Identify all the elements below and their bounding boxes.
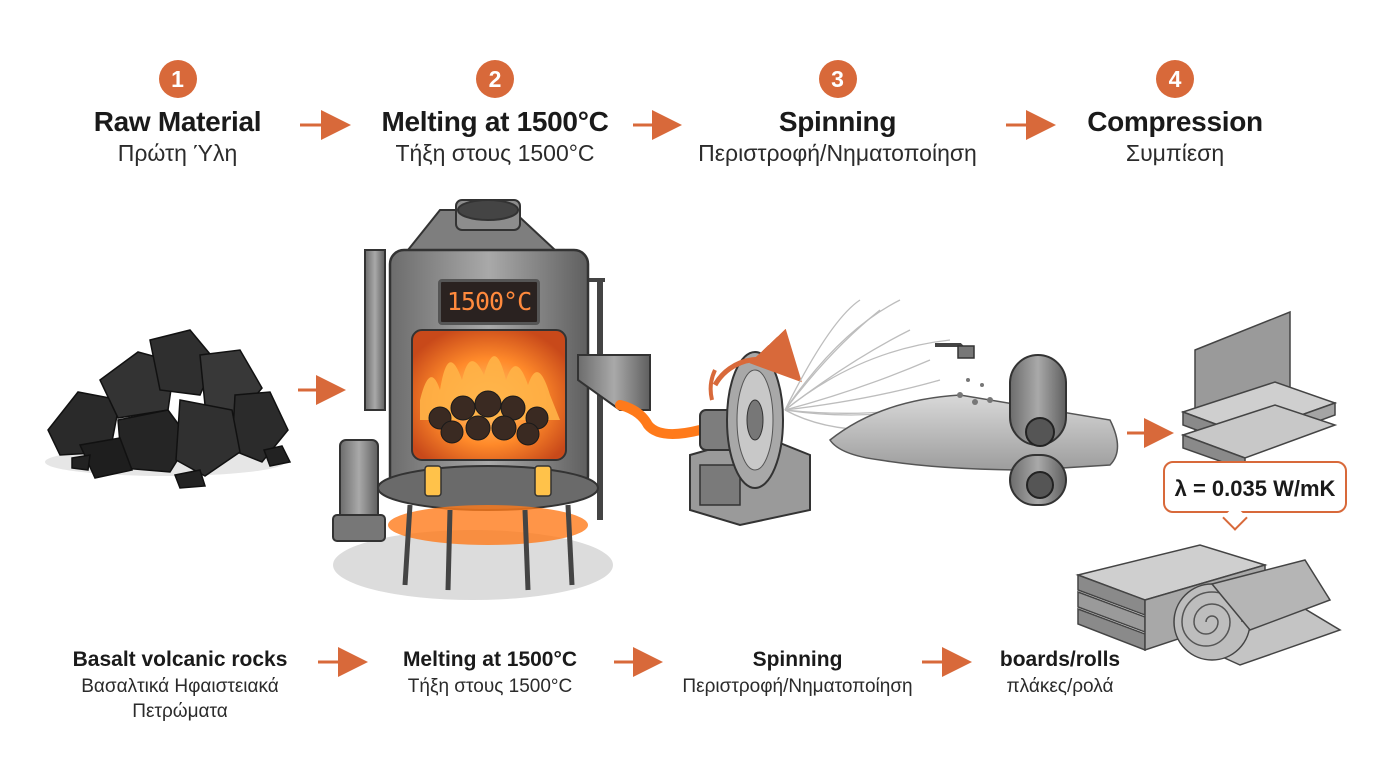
boards-stack-icon [1180,310,1338,472]
step-subtitle: Πρώτη Ύλη [117,140,238,166]
conveyor-rollers-icon [828,343,1119,506]
caption-boards-rolls: boards/rolls πλάκες/ρολά [980,646,1140,699]
caption-spinning: Spinning Περιστροφή/Νηματοποίηση [660,646,935,699]
step-title: Compression [1087,106,1263,137]
caption-subtitle: Τήξη στους 1500°C [407,676,573,697]
step-3: 3 Spinning Περιστροφή/Νηματοποίηση [680,60,995,168]
step-subtitle: Συμπίεση [1125,140,1225,166]
step-title: Raw Material [93,106,262,137]
step-title: Spinning [778,106,897,137]
step-1: 1 Raw Material Πρώτη Ύλη [70,60,285,168]
caption-raw-material: Basalt volcanic rocks Βασαλτικά Ηφαιστει… [50,646,310,724]
caption-title: boards/rolls [999,648,1121,671]
step-subtitle: Τήξη στους 1500°C [395,140,595,166]
caption-subtitle: πλάκες/ρολά [1006,676,1114,697]
caption-title: Basalt volcanic rocks [72,648,288,671]
caption-title: Spinning [752,648,843,671]
step-number-badge: 3 [818,60,857,98]
caption-subtitle: Βασαλτικά Ηφαιστειακά Πετρώματα [81,676,279,722]
caption-title: Melting at 1500°C [402,648,578,671]
step-2: 2 Melting at 1500°C Τήξη στους 1500°C [370,60,620,168]
step-subtitle: Περιστροφή/Νηματοποίηση [698,140,977,166]
step-number-badge: 4 [1156,60,1194,98]
step-4: 4 Compression Συμπίεση [1080,60,1270,168]
furnace-temperature-display: 1500°C [438,279,540,325]
step-title: Melting at 1500°C [381,106,609,137]
spinner-icon [689,328,811,527]
step-number-badge: 2 [476,60,514,98]
middle-arrows [298,375,1174,448]
caption-melting: Melting at 1500°C Τήξη στους 1500°C [380,646,600,699]
step-number-badge: 1 [158,60,197,98]
furnace-icon [332,199,705,600]
basalt-rocks-icon [45,329,292,489]
thermal-conductivity-label: λ = 0.035 W/mK [1163,461,1347,513]
boards-rolls-icon [1075,544,1342,666]
caption-subtitle: Περιστροφή/Νηματοποίηση [682,676,913,697]
